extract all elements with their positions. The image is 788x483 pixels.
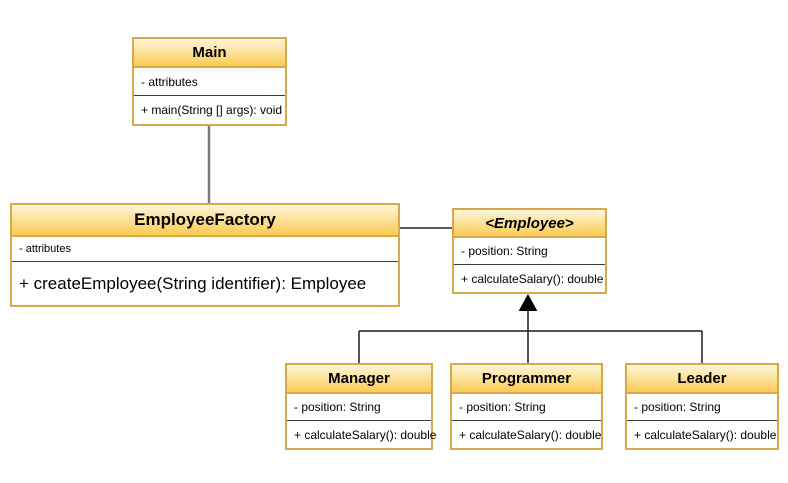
class-leader-methods: + calculateSalary(): double [627, 421, 777, 448]
class-leader-attributes: - position: String [627, 394, 777, 421]
interface-employee[interactable]: <Employee> - position: String + calculat… [452, 208, 607, 294]
class-employeefactory[interactable]: EmployeeFactory - attributes + createEmp… [10, 203, 400, 307]
class-employeefactory-attributes: - attributes [12, 237, 398, 262]
class-manager-methods: + calculateSalary(): double [287, 421, 436, 448]
interface-employee-methods: + calculateSalary(): double [454, 265, 605, 292]
class-employeefactory-methods: + createEmployee(String identifier): Emp… [12, 262, 398, 305]
class-main-methods: + main(String [] args): void [134, 96, 285, 124]
class-main-attributes: - attributes [134, 68, 285, 96]
class-employeefactory-title: EmployeeFactory [12, 205, 398, 237]
class-manager-attributes: - position: String [287, 394, 431, 421]
class-main-title: Main [134, 39, 285, 68]
class-leader-title: Leader [627, 365, 777, 394]
class-programmer-title: Programmer [452, 365, 601, 394]
class-programmer[interactable]: Programmer - position: String + calculat… [450, 363, 603, 450]
class-programmer-methods: + calculateSalary(): double [452, 421, 601, 448]
generalization-arrowhead-icon [518, 293, 538, 311]
class-leader[interactable]: Leader - position: String + calculateSal… [625, 363, 779, 450]
interface-employee-title: <Employee> [454, 210, 605, 238]
class-main[interactable]: Main - attributes + main(String [] args)… [132, 37, 287, 126]
interface-employee-attributes: - position: String [454, 238, 605, 265]
class-programmer-attributes: - position: String [452, 394, 601, 421]
class-manager[interactable]: Manager - position: String + calculateSa… [285, 363, 436, 450]
class-manager-title: Manager [287, 365, 431, 394]
